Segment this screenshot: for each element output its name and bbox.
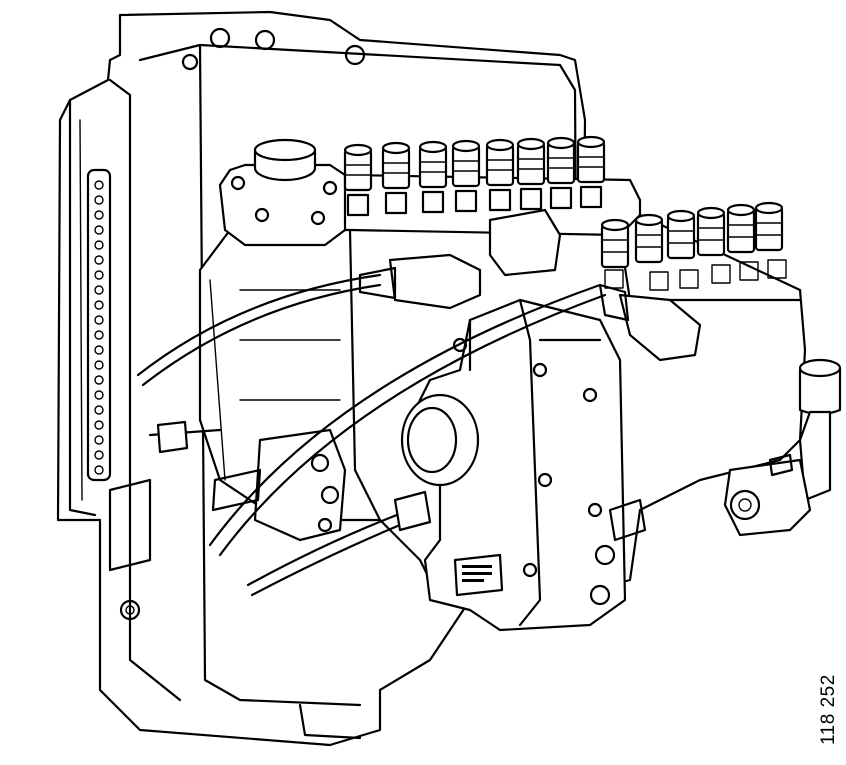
figure-reference-number: 118 252: [818, 674, 839, 745]
lower-linkage: [211, 428, 347, 542]
delivery-valves-back: [343, 135, 606, 217]
connector-pins: [94, 180, 104, 475]
delivery-valves-front: [600, 201, 787, 291]
control-module: [400, 298, 647, 632]
wiring-cables: [136, 273, 607, 597]
governor-housing: [218, 138, 347, 247]
fuel-inlet-fitting: [723, 358, 842, 537]
nameplate: [453, 553, 504, 597]
solenoid-actuators: [358, 208, 702, 362]
